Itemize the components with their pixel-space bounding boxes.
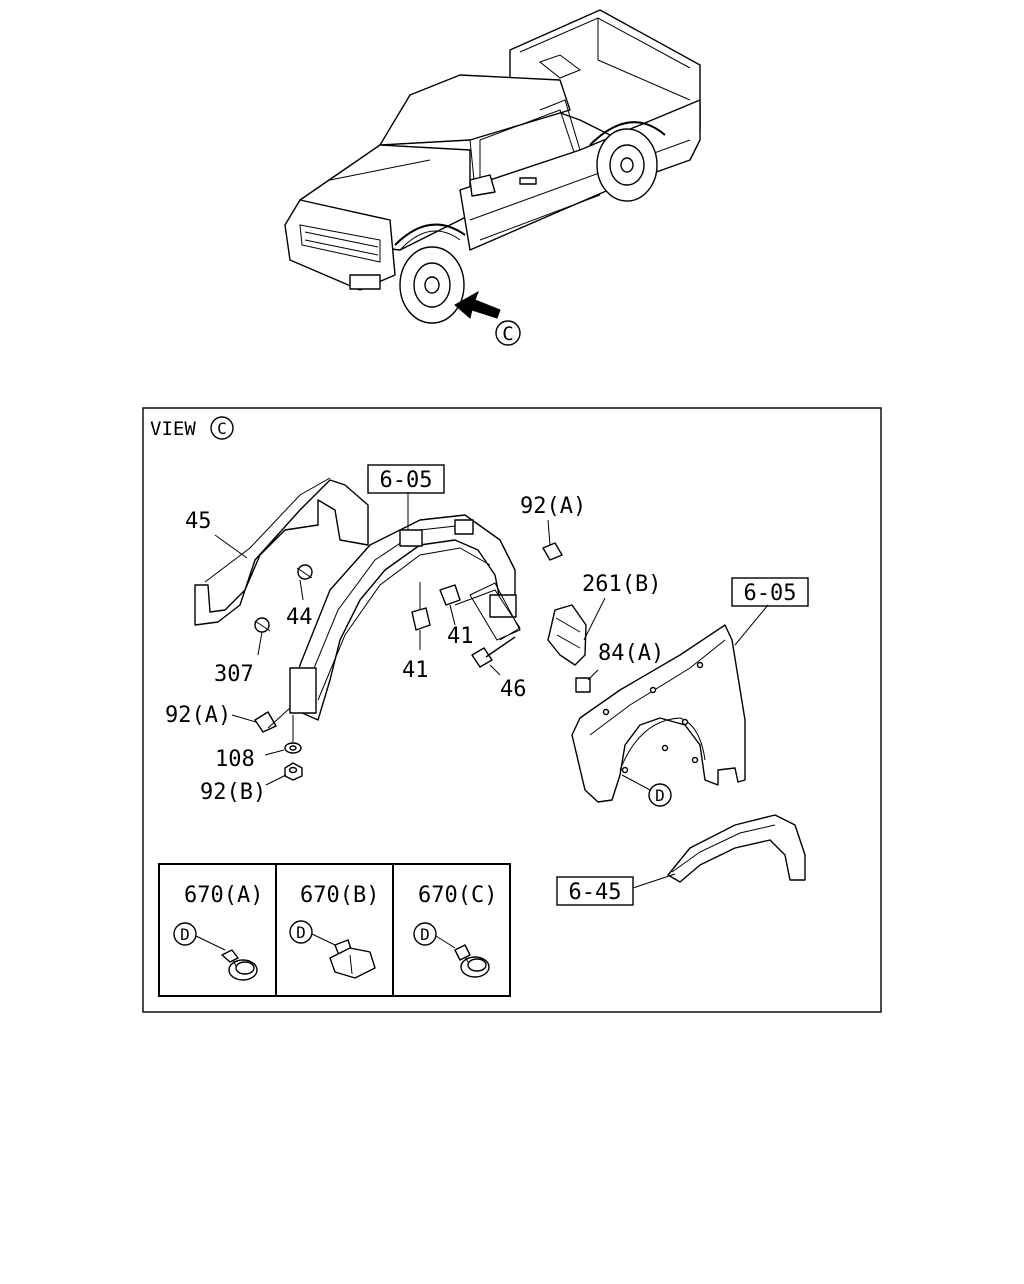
clip-670b-label: 670(B)	[300, 883, 379, 908]
callout-41-b: 41	[402, 658, 429, 683]
fender-flare-part	[667, 814, 806, 883]
callout-84a: 84(A)	[598, 641, 664, 666]
washer-108	[284, 742, 302, 754]
callout-108: 108	[215, 747, 255, 772]
view-c-marker: C	[495, 320, 521, 346]
view-title-ref: C	[217, 419, 227, 438]
callout-92a-top: 92(A)	[520, 494, 586, 519]
ref-fender-text: 6-05	[744, 581, 797, 606]
view-title: VIEW C	[150, 416, 234, 440]
ref-box-fender: 6-05	[731, 577, 809, 607]
nut-92a-top	[542, 542, 563, 561]
clip-670c-ref: D	[420, 925, 430, 944]
fender-d-marker: D	[648, 783, 672, 807]
callout-307: 307	[214, 662, 254, 687]
clip-670c-cell: 670(C) D	[413, 883, 497, 978]
callout-41-a: 41	[447, 624, 474, 649]
bracket-261b	[547, 604, 587, 666]
ref-box-fender-liner: 6-05	[367, 464, 445, 494]
clip-670b-cell: 670(B) D	[289, 883, 379, 979]
clip-670a-icon	[221, 949, 258, 981]
clip-670c-label: 670(C)	[418, 883, 497, 908]
view-c-marker-text: C	[502, 323, 513, 345]
clip-670a-ref: D	[180, 925, 190, 944]
clip-670b-icon	[329, 939, 376, 979]
bolt-46	[471, 636, 516, 668]
callout-46: 46	[500, 677, 527, 702]
clip-670a-label: 670(A)	[184, 883, 263, 908]
clip-670b-ref: D	[296, 923, 306, 942]
clip-84a	[575, 677, 591, 693]
fender-liner-part	[289, 514, 521, 721]
callout-44: 44	[286, 605, 313, 630]
clip-670a-cell: 670(A) D	[173, 883, 263, 981]
callout-45: 45	[185, 509, 212, 534]
callout-92b: 92(B)	[200, 780, 266, 805]
nut-92a-left	[254, 711, 277, 733]
ref-flare-text: 6-45	[569, 880, 622, 905]
grommet-41-b	[411, 607, 431, 631]
view-frame	[142, 407, 882, 1013]
ref-fender-liner-text: 6-05	[380, 468, 433, 493]
fender-part	[571, 624, 746, 803]
fender-d-marker-text: D	[655, 786, 665, 805]
clip-670c-icon	[454, 944, 490, 978]
view-title-text: VIEW	[150, 418, 196, 440]
nut-92b	[284, 762, 303, 781]
callout-92a-left: 92(A)	[165, 703, 231, 728]
ref-box-flare: 6-45	[556, 876, 634, 906]
clip-detail-table	[158, 863, 511, 997]
callout-261b: 261(B)	[582, 572, 661, 597]
grommet-41-a	[439, 584, 461, 606]
truck-illustration	[284, 9, 701, 324]
